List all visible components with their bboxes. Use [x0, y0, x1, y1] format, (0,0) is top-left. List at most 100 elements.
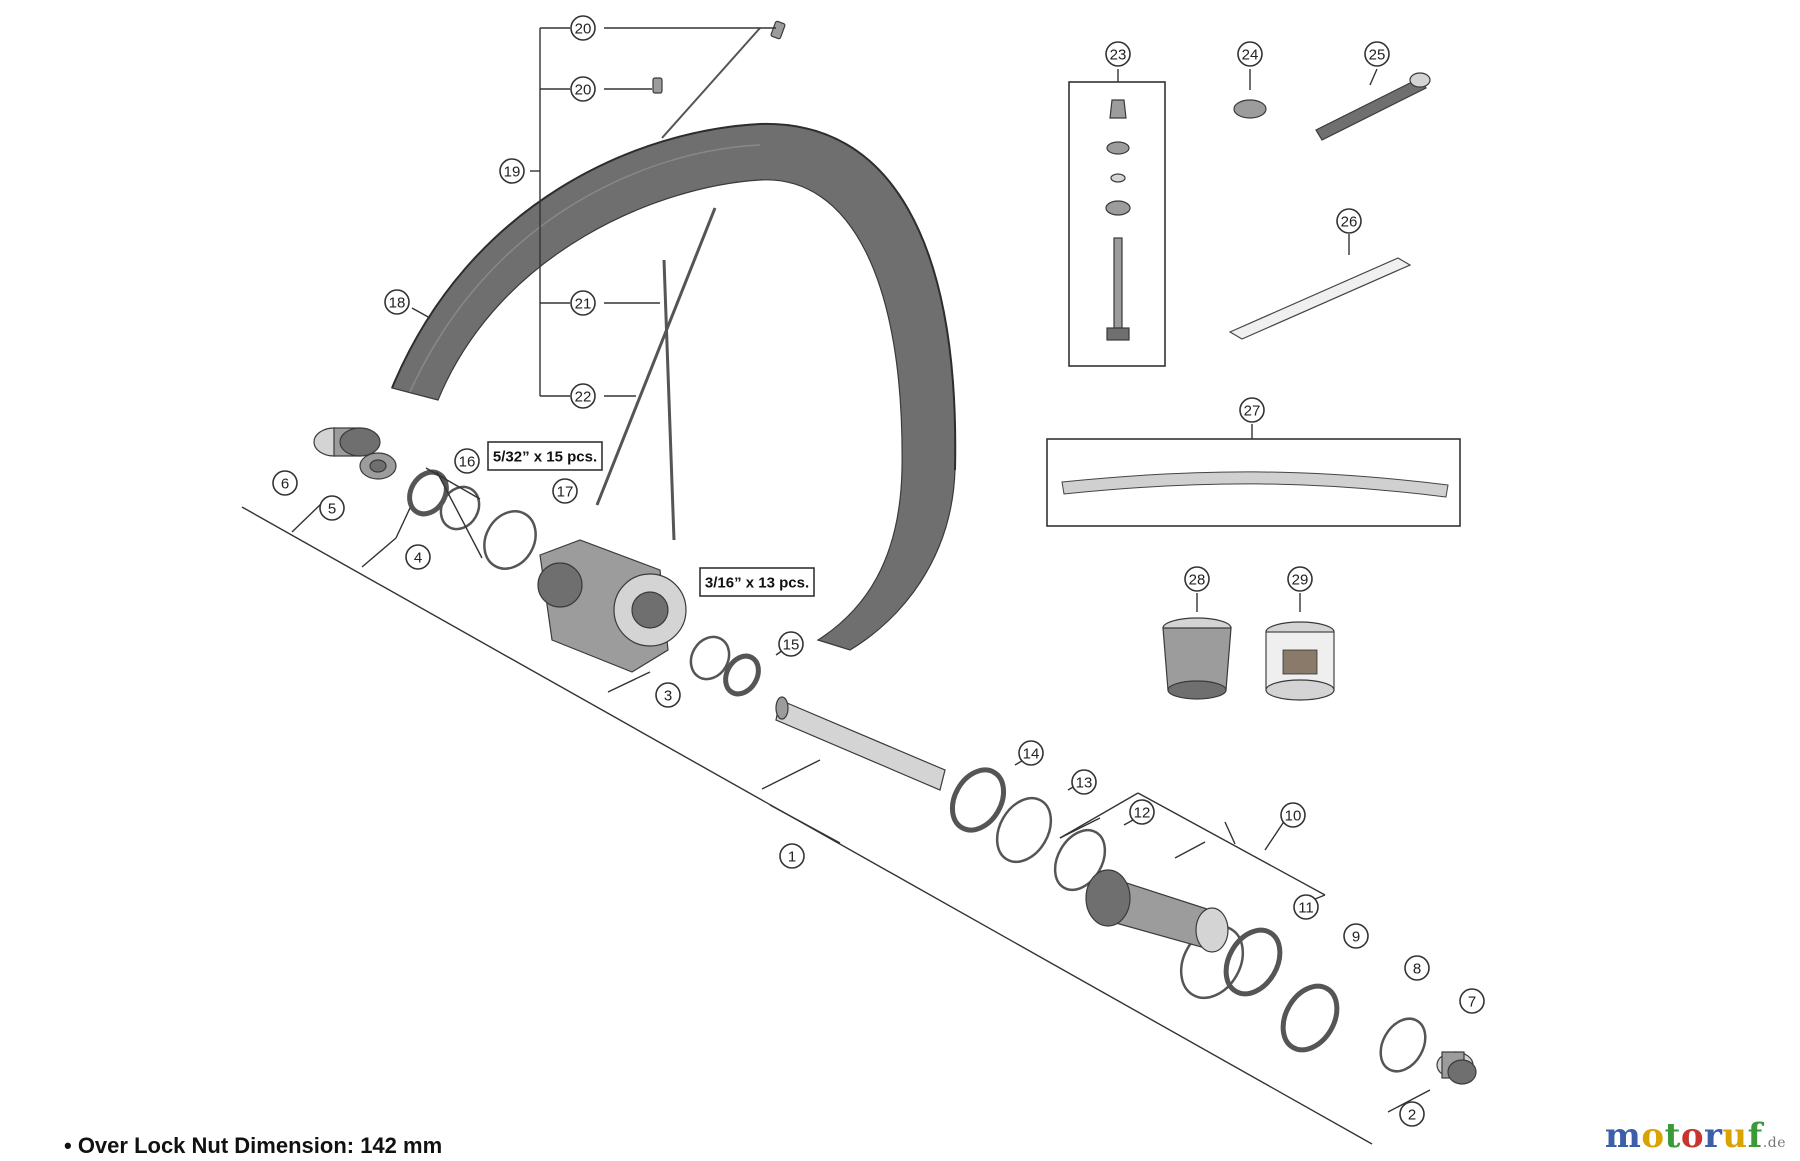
callout-circle	[570, 15, 596, 41]
end-cap-5	[359, 452, 397, 480]
callout-number: 5	[328, 501, 336, 518]
watermark-letter: o	[1641, 1116, 1665, 1156]
callout-number: 14	[1023, 746, 1040, 763]
watermark-logo: motoruf.de	[1605, 1116, 1786, 1156]
watermark-letter: r	[1704, 1116, 1723, 1156]
callout-number: 17	[557, 484, 574, 501]
callout-circle	[1287, 566, 1313, 592]
callout-22: 22	[570, 383, 596, 409]
end-cap-2	[1436, 1051, 1477, 1085]
callout-circle	[570, 290, 596, 316]
callout-circle	[1239, 397, 1265, 423]
spoke-nipples	[652, 20, 786, 94]
callout-number: 11	[1298, 900, 1314, 917]
callout-circle	[570, 76, 596, 102]
callout-number: 18	[389, 295, 406, 312]
callout-number: 13	[1076, 775, 1093, 792]
rim-tape	[1228, 257, 1412, 340]
callout-circle	[552, 478, 578, 504]
callout-circle	[570, 383, 596, 409]
callout-circle	[405, 544, 431, 570]
watermark-tld: .de	[1762, 1135, 1786, 1151]
callout-4: 4	[405, 544, 431, 570]
callout-circle	[384, 289, 410, 315]
callout-number: 10	[1285, 808, 1302, 825]
callout-1: 1	[779, 843, 805, 869]
callout-number: 16	[459, 454, 476, 471]
callout-circle	[1399, 1101, 1425, 1127]
callout-number: 2	[1408, 1107, 1416, 1124]
callout-number: 19	[504, 164, 521, 181]
callout-21: 21	[570, 290, 596, 316]
large-ball-spec-text: 3/16” x 13 pcs.	[705, 575, 809, 592]
callout-number: 15	[783, 637, 800, 654]
callout-14: 14	[1018, 740, 1044, 766]
callout-17: 17	[552, 478, 578, 504]
leader-lines	[241, 27, 1431, 1145]
callout-number: 8	[1413, 961, 1421, 978]
callout-7: 7	[1459, 988, 1485, 1014]
callout-number: 7	[1468, 994, 1476, 1011]
rim	[391, 122, 957, 651]
callout-circle	[1404, 955, 1430, 981]
callout-number: 4	[414, 550, 422, 567]
callout-number: 28	[1189, 572, 1206, 589]
callout-10: 10	[1280, 802, 1306, 828]
callout-29: 29	[1287, 566, 1313, 592]
watermark-letter: t	[1664, 1116, 1681, 1156]
callout-16: 16	[454, 448, 480, 474]
callout-circle	[1459, 988, 1485, 1014]
callout-26: 26	[1336, 208, 1362, 234]
callout-20a: 20	[570, 15, 596, 41]
axle	[775, 696, 946, 791]
callout-25: 25	[1364, 41, 1390, 67]
callout-circle	[1364, 41, 1390, 67]
grease-and-seal	[1162, 617, 1335, 701]
callout-9: 9	[1343, 923, 1369, 949]
callout-circle	[1280, 802, 1306, 828]
callout-2: 2	[1399, 1101, 1425, 1127]
callout-24: 24	[1237, 41, 1263, 67]
ring-parts	[407, 469, 1427, 1073]
small-ball-spec-text: 5/32” x 15 pcs.	[493, 449, 597, 466]
callout-circle	[1293, 894, 1319, 920]
callout-15: 15	[778, 631, 804, 657]
over-lock-nut-dimension-note: • Over Lock Nut Dimension: 142 mm	[64, 1133, 443, 1158]
callout-number: 9	[1352, 929, 1360, 946]
callout-number: 22	[575, 389, 592, 406]
callout-number: 21	[575, 296, 592, 313]
callout-11: 11	[1293, 894, 1319, 920]
callout-number: 3	[664, 688, 672, 705]
callout-number: 26	[1341, 214, 1358, 231]
callout-number: 25	[1369, 47, 1386, 64]
callout-number: 24	[1242, 47, 1259, 64]
callout-19: 19	[499, 158, 525, 184]
callout-number: 27	[1244, 403, 1261, 420]
large-ball-bearing-spec: 3/16” x 13 pcs.	[699, 567, 815, 597]
freehub-body	[1085, 869, 1229, 953]
callout-20b: 20	[570, 76, 596, 102]
end-cap-6	[313, 427, 381, 457]
callout-18: 18	[384, 289, 410, 315]
hub-shell	[537, 539, 687, 673]
callout-circle	[1336, 208, 1362, 234]
callout-number: 1	[788, 849, 796, 866]
callout-6: 6	[272, 470, 298, 496]
callout-circle	[272, 470, 298, 496]
small-ball-bearing-spec: 5/32” x 15 pcs.	[487, 441, 603, 471]
spokes	[595, 27, 761, 541]
callout-8: 8	[1404, 955, 1430, 981]
callout-number: 23	[1110, 47, 1127, 64]
valve-kit-box	[1068, 81, 1166, 367]
callout-13: 13	[1071, 769, 1097, 795]
callout-circle	[1184, 566, 1210, 592]
callout-circle	[319, 495, 345, 521]
callout-23: 23	[1105, 41, 1131, 67]
callout-3: 3	[655, 682, 681, 708]
watermark-brand: motoruf	[1605, 1116, 1763, 1156]
callout-circle	[499, 158, 525, 184]
callout-circle	[1071, 769, 1097, 795]
callout-28: 28	[1184, 566, 1210, 592]
callout-circle	[778, 631, 804, 657]
